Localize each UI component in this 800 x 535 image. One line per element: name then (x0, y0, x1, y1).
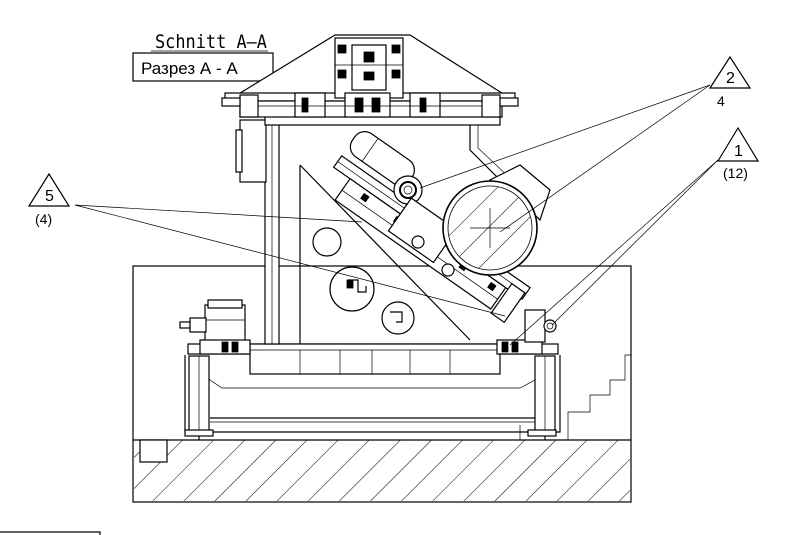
callout-2: 2 4 (708, 55, 752, 109)
hb-k2 (354, 97, 364, 113)
leader-2-b (499, 84, 711, 233)
head-block-left (294, 92, 326, 118)
column-hole-2-plug (346, 279, 354, 289)
motor-line (361, 138, 379, 162)
foundation (132, 265, 632, 503)
hb-k3 (371, 97, 381, 113)
leader-2-a (419, 84, 711, 189)
callout-5-triangle (27, 172, 71, 207)
left-motor-stub (189, 317, 207, 333)
tilted-spindle-unit (332, 131, 551, 324)
tower-k6 (363, 71, 375, 81)
left-foot (184, 429, 214, 437)
left-block-k2 (231, 341, 239, 353)
leader-1-a (509, 159, 719, 346)
leader-5-a (74, 204, 363, 223)
column-side-box (239, 119, 267, 183)
hb-k4 (419, 97, 427, 113)
right-carriage-body (524, 309, 546, 343)
leader-1-b (551, 159, 719, 326)
column-side-box2 (235, 129, 243, 173)
callout-1-triangle (716, 126, 760, 162)
housing-hole (411, 235, 425, 249)
callout-1-sub: (12) (723, 165, 748, 181)
right-block-k1 (501, 341, 509, 353)
motor-flange-in (399, 181, 417, 199)
tower-k5 (363, 51, 375, 63)
hatched-ground (134, 440, 630, 501)
spindle-housing (387, 197, 458, 264)
bed-slab (249, 343, 501, 375)
section-title: Schnitt A–A Разрез А - А (132, 31, 274, 82)
column-hole-1 (312, 227, 342, 257)
left-motor-tip (179, 321, 191, 329)
column-hole-2-detail (348, 279, 367, 293)
hb-k1 (301, 97, 309, 113)
machine-bed (184, 343, 561, 440)
column-incline (299, 164, 471, 341)
slide-k1 (360, 192, 370, 203)
slide-k5 (487, 281, 497, 292)
callout-2-label: 2 (726, 70, 735, 87)
head-stub-left (221, 97, 241, 107)
frame-corner (0, 531, 101, 535)
left-block-k1 (221, 341, 229, 353)
callout-5-label: 5 (45, 188, 54, 205)
title-russian-box (132, 52, 274, 82)
pit-outline (132, 265, 632, 503)
motor-flange-core (403, 185, 413, 195)
callout-1: 1 (12) (716, 126, 760, 181)
left-carriage (179, 299, 251, 355)
tower-k2 (391, 44, 401, 54)
leader-lines (74, 84, 719, 346)
tower-k4 (391, 69, 401, 79)
lower-frame (184, 355, 561, 433)
callout-2-sub: 4 (717, 93, 725, 109)
head-cap-right (481, 94, 501, 118)
machine-column (235, 114, 513, 345)
title-german: Schnitt A–A (155, 31, 267, 53)
column-hole-2 (329, 266, 375, 312)
tower-k1 (337, 44, 347, 54)
left-carriage-top (207, 299, 243, 309)
housing-hole-2 (441, 263, 455, 277)
machine-head (221, 34, 519, 118)
head-block-mid (344, 92, 391, 118)
title-russian: Разрез А - А (141, 59, 238, 78)
column-right-profile2 (477, 125, 513, 181)
motor-flange (393, 175, 423, 205)
right-eye-bolt (543, 319, 557, 333)
left-step-block (139, 439, 168, 463)
column-hole-3-detail (390, 311, 403, 323)
callout-2-triangle (708, 55, 752, 89)
callout-5-sub: (4) (35, 211, 52, 227)
callout-1-label: 1 (734, 143, 743, 160)
right-foot (527, 429, 557, 437)
head-cap-left (239, 94, 259, 118)
right-eye-bolt-in (546, 322, 554, 330)
head-stub-right (499, 97, 519, 107)
right-block-k2 (511, 341, 519, 353)
tower-k3 (337, 69, 347, 79)
leader-5-b (74, 204, 506, 317)
gear-cover (490, 282, 526, 324)
column-hole-3 (381, 301, 415, 335)
callout-5: 5 (4) (27, 172, 71, 227)
right-stairs (567, 354, 631, 440)
